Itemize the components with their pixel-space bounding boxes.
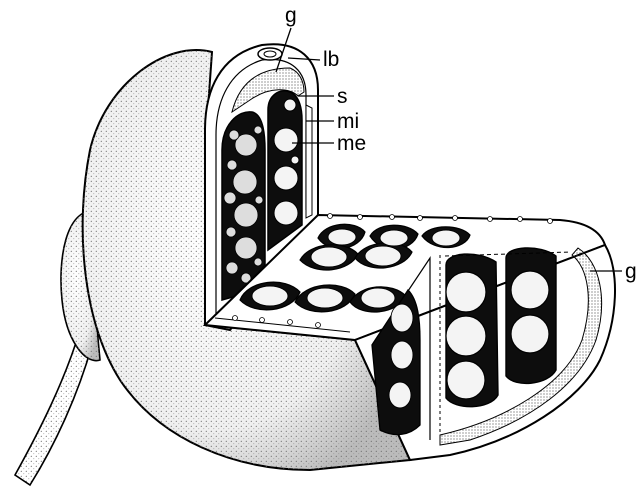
labels: g lb s mi me g [285, 4, 637, 283]
vertical-cut-face [204, 43, 319, 332]
label-me: me [337, 132, 366, 155]
front-cut-block [353, 243, 616, 462]
leader-g-top [275, 27, 292, 73]
label-mi: mi [337, 110, 359, 133]
stalk [13, 328, 93, 487]
label-lb: lb [323, 48, 339, 71]
leader-lines [275, 27, 622, 272]
horizontal-cut-face [202, 213, 607, 342]
leader-lb [287, 57, 321, 61]
label-g-right: g [625, 260, 637, 283]
main-body [81, 49, 412, 472]
label-g-top: g [285, 4, 297, 27]
label-s: s [337, 85, 348, 108]
